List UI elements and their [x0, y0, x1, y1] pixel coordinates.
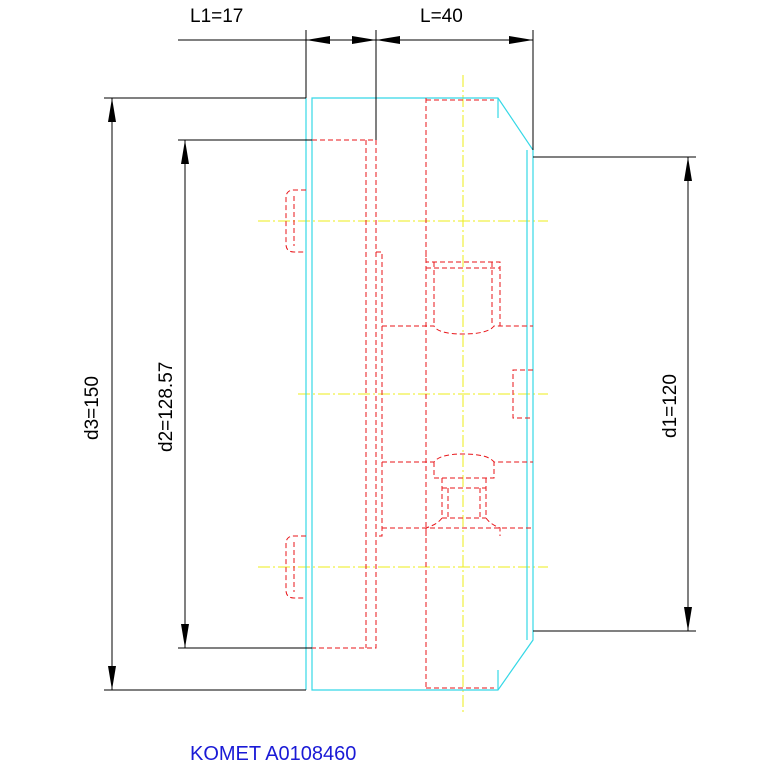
lower-pocket-top: [382, 453, 533, 463]
dim-L-arrow-left: [376, 36, 400, 44]
bore-outline: [312, 139, 377, 649]
hidden-features: [285, 98, 533, 690]
dimension-d2: d2=128.57: [156, 139, 312, 649]
part-outline: [305, 97, 534, 691]
upper-pocket: [382, 325, 533, 335]
dim-L-label: L=40: [420, 6, 463, 27]
part-caption: KOMET A0108460: [190, 743, 356, 765]
dim-d1-arrow-top: [684, 157, 692, 181]
bore-step: [376, 251, 383, 537]
center-lines: [258, 75, 548, 712]
dim-d1-label: d1=120: [660, 374, 681, 438]
dim-d3-arrow-top: [108, 98, 116, 122]
dim-L1-label: L1=17: [190, 6, 243, 27]
upper-pocket-walls: [425, 252, 501, 326]
dim-d3-label: d3=150: [82, 376, 103, 440]
dim-d1-arrow-bottom: [684, 607, 692, 631]
dimension-d1: d1=120: [533, 156, 696, 632]
dim-d3-arrow-bottom: [108, 666, 116, 690]
dimension-L1: L1=17: [178, 6, 377, 140]
upper-flange-hole: [285, 189, 306, 253]
lower-flange-hole: [285, 535, 306, 599]
dim-L-arrow-right: [509, 36, 533, 44]
dimension-d3: d3=150: [82, 97, 306, 691]
lower-pocket-neck: [425, 478, 443, 536]
lower-pocket-neck-right: [485, 478, 501, 536]
dim-d2-arrow-top: [181, 140, 189, 164]
dim-d2-label: d2=128.57: [156, 362, 177, 452]
right-keyway: [512, 369, 533, 419]
dim-d2-arrow-bottom: [181, 624, 189, 648]
lower-pocket-body: [433, 462, 495, 479]
dim-L1-arrow-right: [306, 36, 330, 44]
dimension-L: L=40: [376, 6, 534, 150]
dim-L1-arrow-left: [352, 36, 376, 44]
